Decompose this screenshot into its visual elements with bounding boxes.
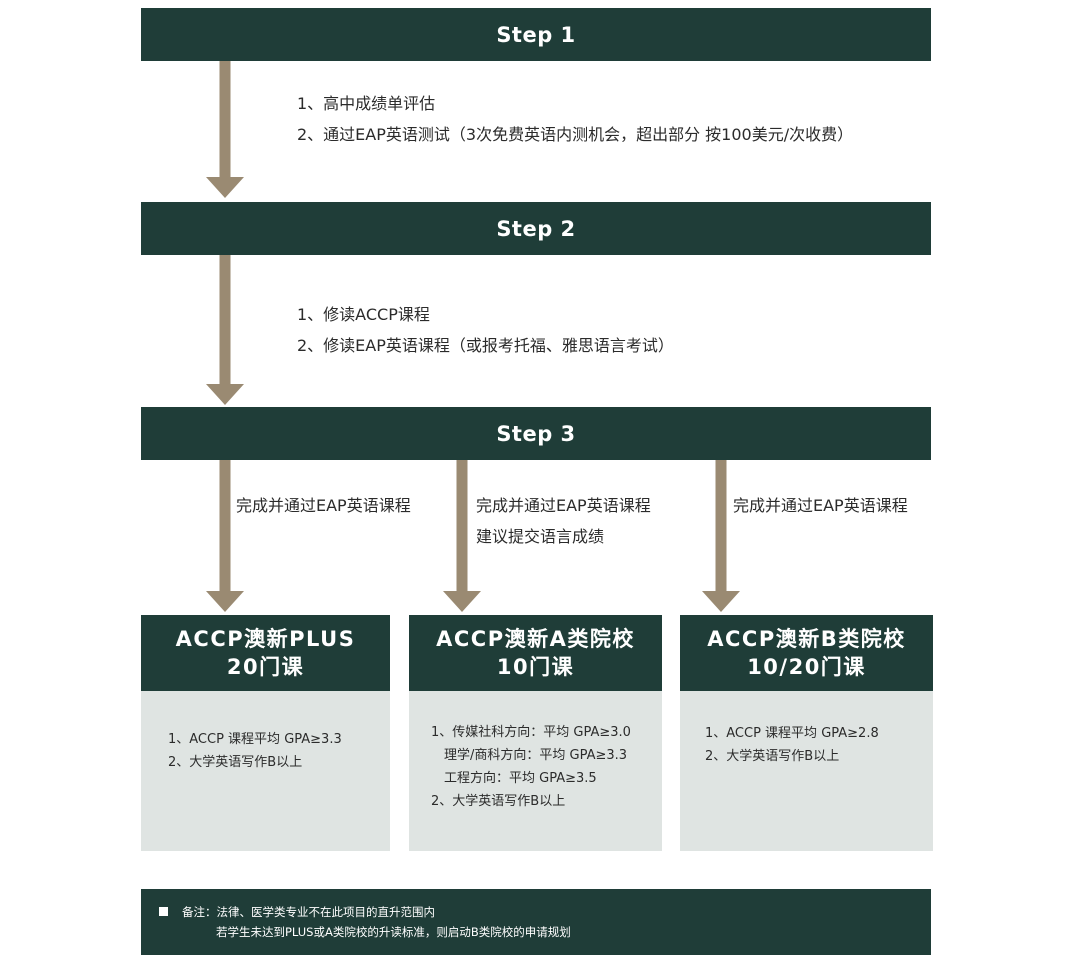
step-1-items: 1、高中成绩单评估 2、通过EAP英语测试（3次免费英语内测机会，超出部分 按1… <box>297 88 853 150</box>
card-b-class-title: ACCP澳新B类院校 <box>707 627 906 651</box>
step-1-label: Step 1 <box>496 22 576 47</box>
card-b-class-header: ACCP澳新B类院校 10/20门课 <box>680 615 933 691</box>
card-b-class-body: 1、ACCP 课程平均 GPA≥2.8 2、大学英语写作B以上 <box>680 691 933 851</box>
step-1-bar: Step 1 <box>141 8 931 61</box>
card-plus-title: ACCP澳新PLUS <box>175 627 356 651</box>
step-1-item-2: 2、通过EAP英语测试（3次免费英语内测机会，超出部分 按100美元/次收费） <box>297 125 854 144</box>
arrow-to-b-class <box>701 460 741 612</box>
card-a-class-header: ACCP澳新A类院校 10门课 <box>409 615 662 691</box>
card-a-class-subtitle: 10门课 <box>496 655 575 679</box>
step-2-items: 1、修读ACCP课程 2、修读EAP英语课程（或报考托福、雅思语言考试） <box>297 299 674 361</box>
step-2-item-1: 1、修读ACCP课程 <box>297 305 430 324</box>
arrow-step1-to-step2 <box>205 61 245 198</box>
bullet-square-icon <box>159 907 168 916</box>
condition-a-class: 完成并通过EAP英语课程 建议提交语言成绩 <box>476 490 651 552</box>
condition-b-class-line-1: 完成并通过EAP英语课程 <box>733 496 908 515</box>
note-line-2: 若学生未达到PLUS或A类院校的升读标准，则启动B类院校的申请规划 <box>216 925 571 939</box>
card-a-class-req-2: 理学/商科方向：平均 GPA≥3.3 <box>444 748 628 763</box>
step-3-bar: Step 3 <box>141 407 931 460</box>
arrow-to-plus <box>205 460 245 612</box>
step-2-label: Step 2 <box>496 216 576 241</box>
card-a-class-req-4: 2、大学英语写作B以上 <box>431 794 566 809</box>
card-b-class-req-1: 1、ACCP 课程平均 GPA≥2.8 <box>705 726 879 741</box>
step-2-bar: Step 2 <box>141 202 931 255</box>
condition-a-class-line-2: 建议提交语言成绩 <box>476 527 605 546</box>
note-box: 备注：法律、医学类专业不在此项目的直升范围内 若学生未达到PLUS或A类院校的升… <box>141 889 931 955</box>
card-b-class-req-2: 2、大学英语写作B以上 <box>705 749 840 764</box>
condition-plus-line-1: 完成并通过EAP英语课程 <box>236 496 411 515</box>
card-a-class-req-3: 工程方向：平均 GPA≥3.5 <box>444 771 597 786</box>
card-plus-req-1: 1、ACCP 课程平均 GPA≥3.3 <box>168 732 342 747</box>
step-2-item-2: 2、修读EAP英语课程（或报考托福、雅思语言考试） <box>297 336 674 355</box>
card-plus-subtitle: 20门课 <box>226 655 305 679</box>
condition-a-class-line-1: 完成并通过EAP英语课程 <box>476 496 651 515</box>
condition-plus: 完成并通过EAP英语课程 <box>236 490 411 521</box>
note-line-1-text: 备注：法律、医学类专业不在此项目的直升范围内 <box>182 905 435 919</box>
card-a-class-body: 1、传媒社科方向：平均 GPA≥3.0 理学/商科方向：平均 GPA≥3.3 工… <box>409 691 662 851</box>
card-plus-body: 1、ACCP 课程平均 GPA≥3.3 2、大学英语写作B以上 <box>141 691 390 851</box>
condition-b-class: 完成并通过EAP英语课程 <box>733 490 908 521</box>
card-plus-req-2: 2、大学英语写作B以上 <box>168 755 303 770</box>
card-a-class-req-1: 1、传媒社科方向：平均 GPA≥3.0 <box>431 725 631 740</box>
card-plus-header: ACCP澳新PLUS 20门课 <box>141 615 390 691</box>
arrow-to-a-class <box>442 460 482 612</box>
step-3-label: Step 3 <box>496 421 576 446</box>
card-b-class-subtitle: 10/20门课 <box>747 655 866 679</box>
note-line-1: 备注：法律、医学类专业不在此项目的直升范围内 <box>159 902 931 922</box>
arrow-step2-to-step3 <box>205 255 245 405</box>
step-1-item-1: 1、高中成绩单评估 <box>297 94 436 113</box>
card-a-class-title: ACCP澳新A类院校 <box>436 627 635 651</box>
